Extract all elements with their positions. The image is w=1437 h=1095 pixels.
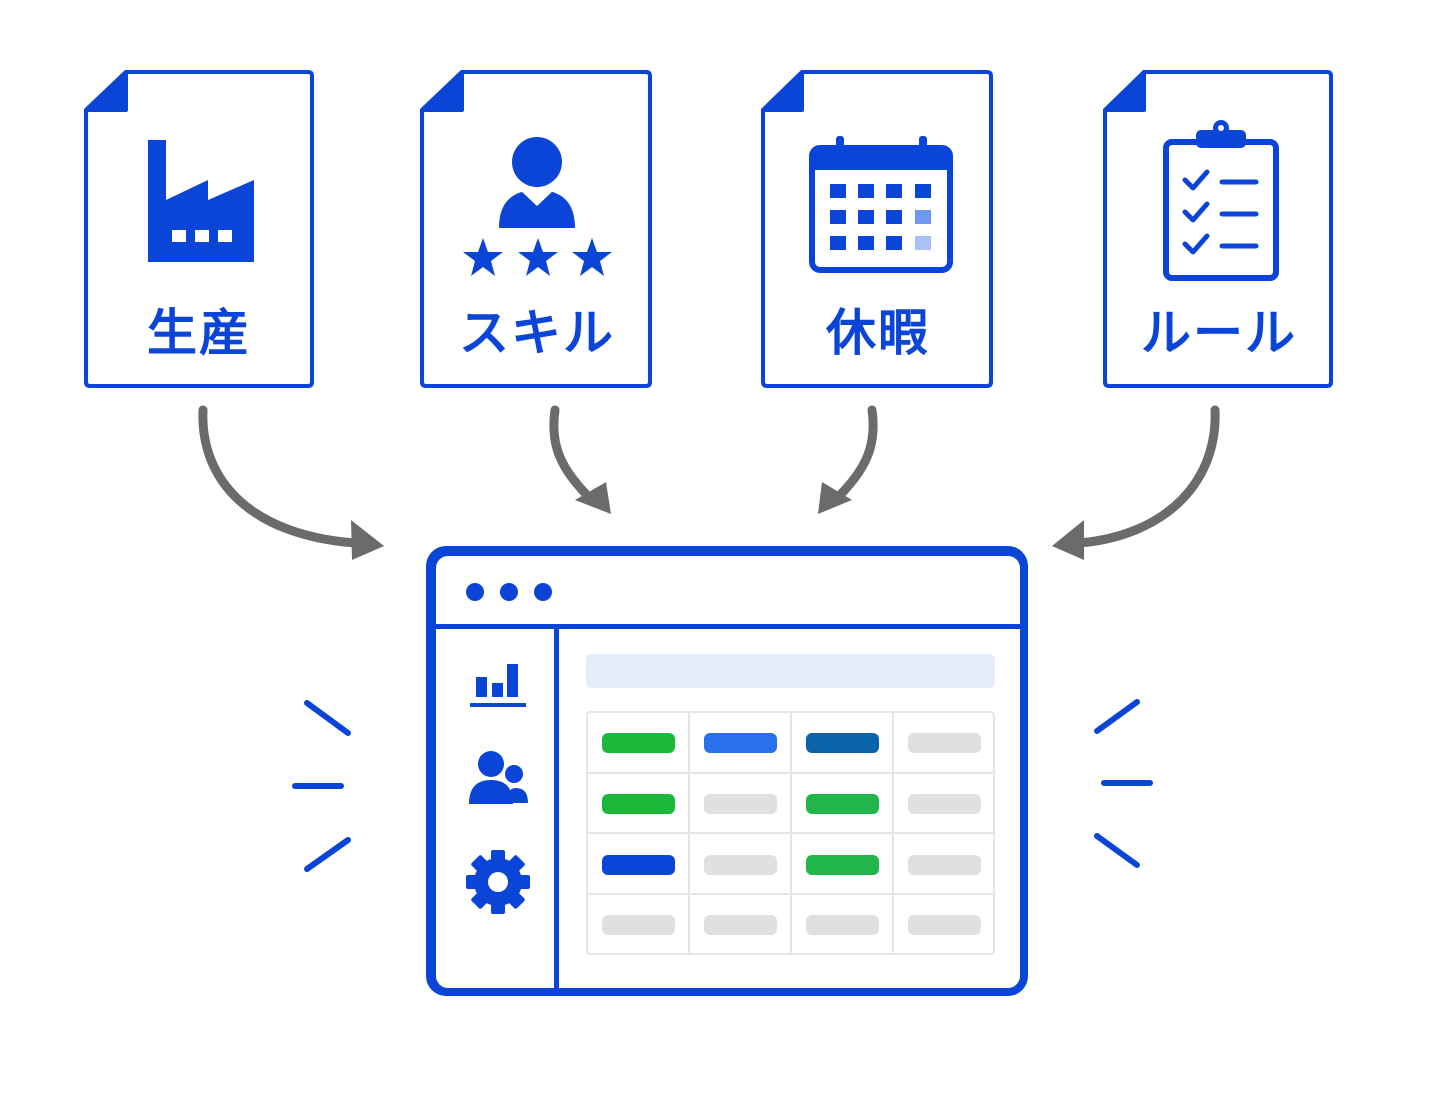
clipboard-checklist-icon (1163, 120, 1279, 281)
arrowhead-skill (575, 482, 611, 514)
document-label-rules: ルール (1141, 304, 1297, 362)
app-window (426, 546, 1028, 996)
document-label-production: 生産 (147, 304, 251, 362)
document-label-leave: 休暇 (826, 304, 930, 362)
users-icon[interactable] (469, 751, 528, 804)
arrowhead-production (351, 520, 384, 560)
schedule-table-grid (586, 711, 995, 955)
document-skill (420, 70, 652, 388)
arrow-rules (1075, 405, 1220, 548)
arrow-leave (827, 405, 878, 508)
arrows (198, 405, 1220, 548)
gear-icon[interactable] (466, 850, 530, 914)
document-label-skill: スキル (459, 304, 615, 362)
content-header-bar (586, 654, 995, 688)
calendar-icon (809, 136, 953, 273)
bar-chart-icon[interactable] (470, 664, 526, 707)
emphasis-lines (292, 699, 1153, 872)
person-stars-icon (463, 137, 612, 276)
factory-icon (148, 140, 254, 262)
arrowhead-rules (1052, 520, 1084, 560)
arrow-skill (549, 405, 600, 508)
window-controls (466, 583, 552, 601)
arrow-production (198, 405, 360, 548)
arrowhead-leave (818, 482, 852, 514)
